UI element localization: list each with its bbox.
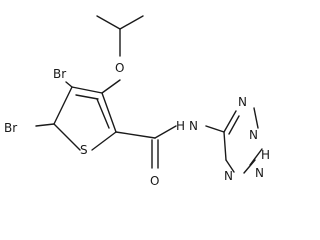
bond-c3-c4 [71,86,103,94]
bond-c2-c3 [101,92,117,133]
atom-n-tetrazole-4: N [224,169,233,183]
bond-n1-n2 [253,107,259,129]
atom-h-tetrazole: H [261,148,270,162]
bond-ctet-n1 [223,110,237,133]
bond-ipr-ch3a [96,15,121,30]
bond-c2-camide [115,131,156,139]
bond-n-ctet [205,125,225,133]
atom-s-thiophene: S [80,143,88,157]
bond-n3-n4-inner [243,159,256,174]
atom-n-tetrazole-2: N [249,128,258,142]
atom-o-carbonyl: O [150,174,159,188]
bond-o-c3 [101,79,121,94]
atom-n-tetrazole-1: N [238,95,247,109]
bond-ipr-ch3b [119,15,144,30]
bond-camide-n [154,125,177,139]
atom-n-amide: N [189,119,198,133]
bond-n4-ctet [223,131,227,161]
bond-c4-c5 [53,86,73,125]
bond-c5-s [53,123,81,151]
atom-o-ether: O [115,61,124,75]
bond-c5-br [35,123,55,127]
atom-br-upper: Br [53,67,66,81]
atom-label-layer: Br Br O S O H N N N H N N [4,61,270,188]
bond-c4-br [65,81,73,88]
bond-c2-c3-inner [96,98,110,129]
bond-n3-n4 [225,159,235,173]
bond-layer [35,15,263,174]
bond-ctet-n1-inner [228,115,240,135]
atom-n-tetrazole-3: N [255,166,264,180]
bond-n2-n3 [249,148,263,166]
molecule-diagram: Br Br O S O H N N N H N N [4,15,270,188]
atom-br-lower: Br [4,121,17,135]
atom-h-amide: H [176,119,185,133]
bond-s-c2 [91,131,117,151]
bond-c3-c4-inner [75,94,99,100]
